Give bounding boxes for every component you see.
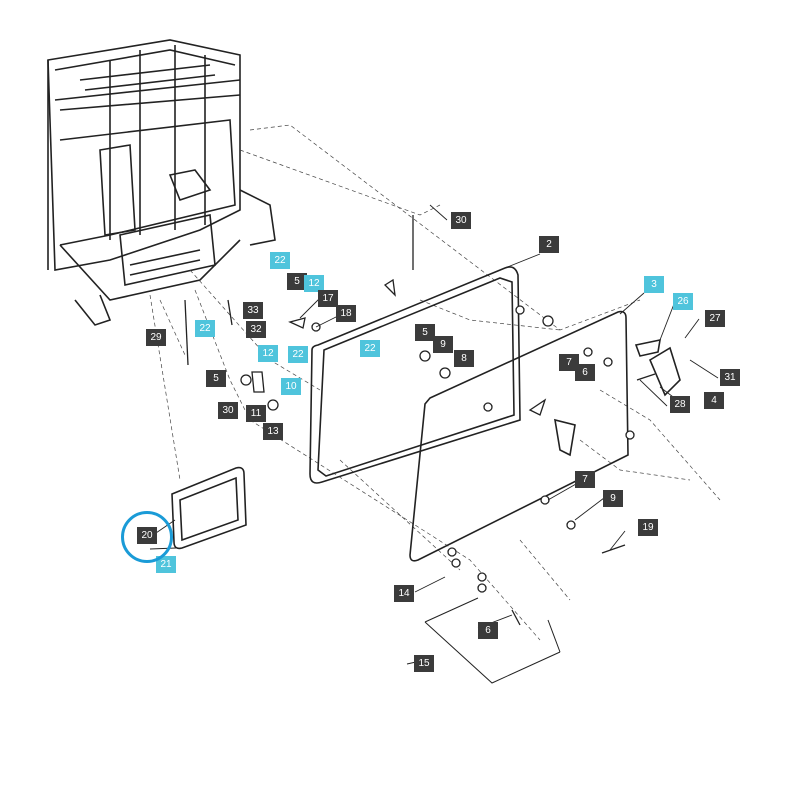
callout-28[interactable]: 28: [670, 396, 690, 413]
callout-12[interactable]: 12: [258, 345, 278, 362]
callout-29[interactable]: 29: [146, 329, 166, 346]
callout-26[interactable]: 26: [673, 293, 693, 310]
callout-17[interactable]: 17: [318, 290, 338, 307]
callout-31[interactable]: 31: [720, 369, 740, 386]
bracket-15: [424, 597, 561, 684]
callout-6[interactable]: 6: [478, 622, 498, 639]
glass-panel: [409, 310, 681, 562]
callout-7[interactable]: 7: [575, 471, 595, 488]
callout-13[interactable]: 13: [263, 423, 283, 440]
callout-9[interactable]: 9: [433, 336, 453, 353]
callout-22[interactable]: 22: [195, 320, 215, 337]
callout-33[interactable]: 33: [243, 302, 263, 319]
callout-2[interactable]: 2: [539, 236, 559, 253]
callout-8[interactable]: 8: [454, 350, 474, 367]
callout-6[interactable]: 6: [575, 364, 595, 381]
callout-22[interactable]: 22: [360, 340, 380, 357]
callout-9[interactable]: 9: [603, 490, 623, 507]
callout-15[interactable]: 15: [414, 655, 434, 672]
cab-frame: [47, 39, 276, 326]
callout-30[interactable]: 30: [218, 402, 238, 419]
callout-11[interactable]: 11: [246, 405, 266, 422]
callout-10[interactable]: 10: [281, 378, 301, 395]
callout-12[interactable]: 12: [304, 275, 324, 292]
callout-3[interactable]: 3: [644, 276, 664, 293]
callout-5[interactable]: 5: [287, 273, 307, 290]
access-panel: [171, 466, 247, 550]
callout-4[interactable]: 4: [704, 392, 724, 409]
callout-27[interactable]: 27: [705, 310, 725, 327]
window-seal: [309, 266, 521, 484]
callout-30[interactable]: 30: [451, 212, 471, 229]
callout-5[interactable]: 5: [206, 370, 226, 387]
callout-32[interactable]: 32: [246, 321, 266, 338]
callout-14[interactable]: 14: [394, 585, 414, 602]
callout-19[interactable]: 19: [638, 519, 658, 536]
callout-7[interactable]: 7: [559, 354, 579, 371]
callout-5[interactable]: 5: [415, 324, 435, 341]
highlight-ring: [121, 511, 173, 563]
callout-22[interactable]: 22: [288, 346, 308, 363]
callout-22[interactable]: 22: [270, 252, 290, 269]
callout-21[interactable]: 21: [156, 556, 176, 573]
hardware-parts: [184, 215, 656, 626]
callout-18[interactable]: 18: [336, 305, 356, 322]
